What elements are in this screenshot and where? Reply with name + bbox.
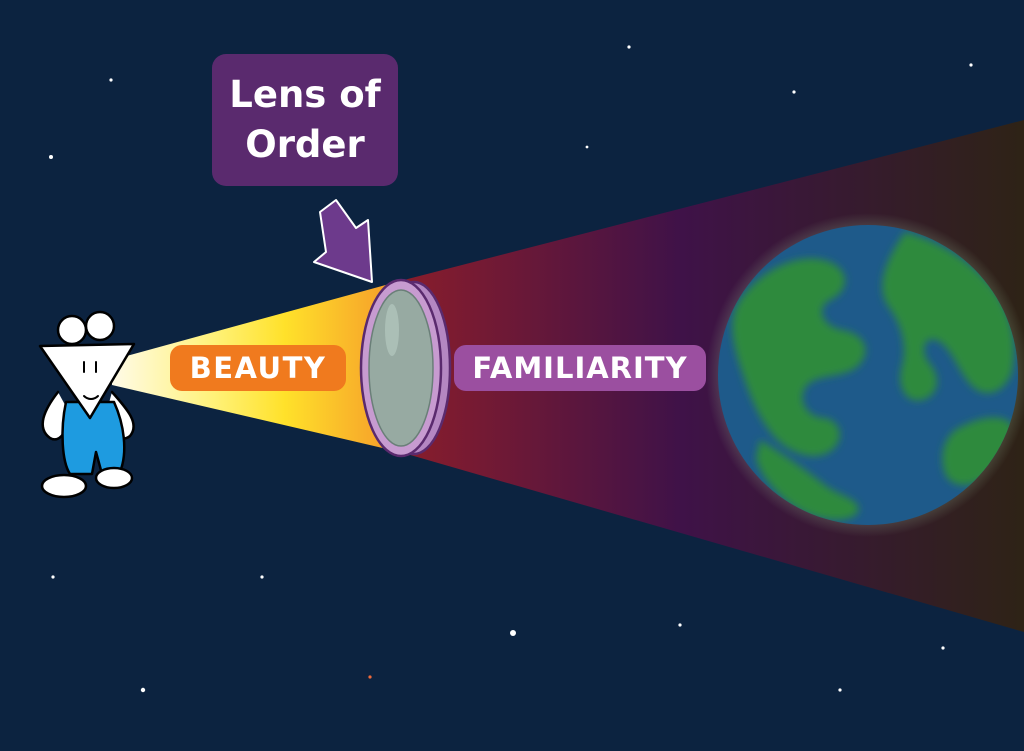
star-icon <box>510 630 516 636</box>
star-icon <box>941 646 945 650</box>
planet-earth-icon <box>706 213 1024 537</box>
star-icon <box>49 155 53 159</box>
star-icon <box>109 78 113 82</box>
star-icon <box>838 688 842 692</box>
stars <box>49 45 973 693</box>
lens-icon <box>359 278 452 458</box>
star-icon <box>969 63 973 67</box>
star-icon <box>792 90 796 94</box>
lens-of-order-label: Lens of Order <box>212 54 398 186</box>
star-icon <box>627 45 631 49</box>
star-icon <box>51 575 55 579</box>
star-icon <box>368 675 372 679</box>
star-icon <box>585 145 589 149</box>
star-icon <box>678 623 682 627</box>
mouse-character-icon <box>38 310 136 499</box>
familiarity-label: FAMILIARITY <box>454 345 706 391</box>
star-icon <box>260 575 264 579</box>
beauty-label: BEAUTY <box>170 345 346 391</box>
down-arrow-icon <box>313 199 373 283</box>
star-icon <box>140 687 146 693</box>
